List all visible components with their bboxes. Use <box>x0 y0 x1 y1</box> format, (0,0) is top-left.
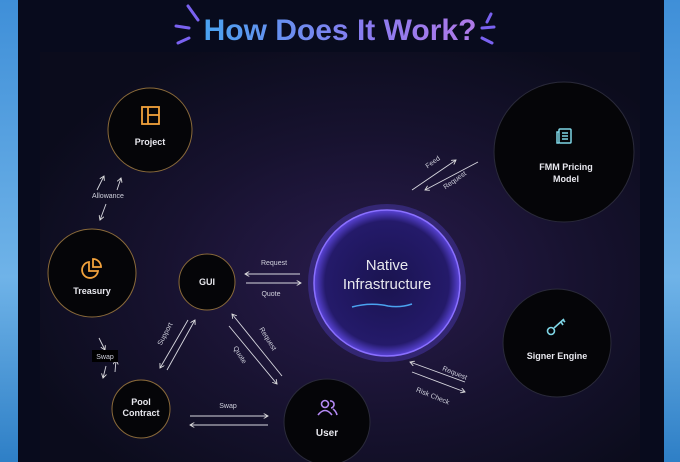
edge-label-allowance: Allowance <box>92 193 124 200</box>
arrows <box>96 160 479 425</box>
node-native-infrastructure[interactable]: Native Infrastructure <box>308 204 466 362</box>
title-text: How Does It Work? <box>203 14 477 47</box>
edge-label-support: Support <box>157 322 175 347</box>
node-label: User <box>316 428 338 439</box>
title-sparkle-icon <box>174 4 496 45</box>
underline-squiggle <box>351 303 413 308</box>
edge-label-user-quote: Quote <box>231 345 247 365</box>
edge-label-gui-quote: Quote <box>261 291 280 298</box>
node-label: Infrastructure <box>343 276 431 293</box>
node-project[interactable]: Project <box>107 87 193 173</box>
edge-label-pool-swap: Swap <box>219 403 237 410</box>
node-label: Treasury <box>73 286 111 296</box>
node-treasury[interactable]: Treasury <box>47 228 137 318</box>
node-pool-contract[interactable]: Pool Contract <box>111 379 171 439</box>
node-label: GUI <box>199 277 215 287</box>
node-label: Project <box>135 137 166 147</box>
edge-label-risk-check: Risk Check <box>415 387 451 407</box>
node-user[interactable]: User <box>283 378 371 462</box>
node-label: FMM Pricing <box>539 162 593 172</box>
node-label: Native <box>366 257 409 274</box>
edge-label-feed: Feed <box>425 155 442 170</box>
node-label: Pool <box>131 397 151 407</box>
page-title: How Does It Work? <box>0 14 680 48</box>
node-fmm-pricing-model[interactable]: FMM Pricing Model <box>493 81 635 223</box>
swap-label-bg <box>92 350 118 362</box>
key-icon <box>546 318 566 336</box>
node-gui[interactable]: GUI <box>178 253 236 311</box>
edge-label-signer-request: Request <box>441 365 468 381</box>
edge-label-user-request: Request <box>257 326 277 352</box>
node-label: Model <box>553 174 579 184</box>
node-label: Contract <box>122 408 159 418</box>
users-icon <box>317 399 338 416</box>
edge-label-gui-request: Request <box>261 260 287 267</box>
edge-label-fmm-request: Request <box>442 170 467 191</box>
layout-icon <box>141 106 160 125</box>
pie-chart-icon <box>81 258 102 279</box>
document-icon <box>556 128 572 144</box>
edge-label-swap-treasury: Swap <box>96 354 114 361</box>
node-label: Signer Engine <box>527 351 588 361</box>
node-signer-engine[interactable]: Signer Engine <box>502 288 612 398</box>
